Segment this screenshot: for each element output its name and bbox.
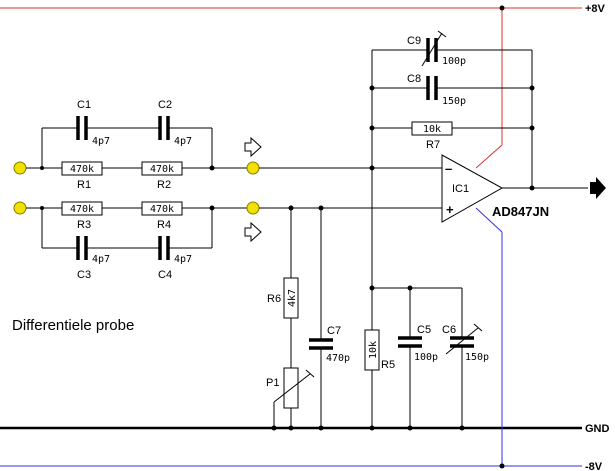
negative-rail-label: -8V xyxy=(585,461,603,471)
r6-value: 4k7 xyxy=(287,289,298,307)
r4-value: 470k xyxy=(150,204,174,215)
junction xyxy=(369,125,375,131)
diagram-title: Differentiele probe xyxy=(12,317,134,334)
r2-ref: R2 xyxy=(157,179,171,191)
c9-ref: C9 xyxy=(407,35,421,47)
r6-ref: R6 xyxy=(267,293,281,305)
positive-rail-label: +8V xyxy=(585,3,606,15)
ground-rail-label: GND xyxy=(585,423,610,435)
opamp-plus: + xyxy=(446,202,454,217)
trimmer-arrow xyxy=(273,373,311,403)
probe-tip-icon xyxy=(13,161,27,175)
hollow-arrow-icon xyxy=(244,136,262,158)
trimmer-arrow xyxy=(437,30,447,38)
r4-ref: R4 xyxy=(157,219,171,231)
c1-value: 4p7 xyxy=(92,136,110,147)
junction xyxy=(209,205,215,211)
junction xyxy=(288,425,294,431)
c9-value: 100p xyxy=(442,56,466,67)
r3-ref: R3 xyxy=(77,219,91,231)
r7-value: 10k xyxy=(423,124,441,135)
supply-wire-positive xyxy=(475,144,503,169)
hollow-arrow-icon xyxy=(244,221,262,243)
opamp-part: AD847JN xyxy=(492,204,549,219)
c4-ref: C4 xyxy=(158,269,172,281)
r5-ref: R5 xyxy=(381,359,395,371)
trimmer-arrow xyxy=(421,32,443,67)
junction xyxy=(499,5,505,11)
junction xyxy=(318,425,324,431)
junction xyxy=(271,425,277,431)
c2-ref: C2 xyxy=(158,99,172,111)
junction xyxy=(369,425,375,431)
probe-tip-icon xyxy=(13,201,27,215)
trimmer-arrow xyxy=(305,369,315,378)
opamp-ref: IC1 xyxy=(452,183,469,195)
c5-ref: C5 xyxy=(417,324,431,336)
c8-ref: C8 xyxy=(407,73,421,85)
supply-wire-negative xyxy=(475,207,503,233)
r2-value: 470k xyxy=(150,164,174,175)
junction xyxy=(369,85,375,91)
c2-value: 4p7 xyxy=(174,136,192,147)
r7-ref: R7 xyxy=(426,139,440,151)
c5-value: 100p xyxy=(414,352,438,363)
c3-ref: C3 xyxy=(77,269,91,281)
c6-value: 150p xyxy=(465,352,489,363)
c7-ref: C7 xyxy=(327,325,341,337)
c1-ref: C1 xyxy=(77,99,91,111)
trimmer-arrow xyxy=(473,323,483,332)
junction xyxy=(499,463,505,469)
junction xyxy=(209,165,215,171)
p1-potentiometer xyxy=(283,367,299,409)
r3-value: 470k xyxy=(70,204,94,215)
junction xyxy=(529,85,535,91)
probe-tip-icon xyxy=(246,201,260,215)
opamp-minus: – xyxy=(445,161,452,176)
c8-value: 150p xyxy=(442,96,466,107)
c4-value: 4p7 xyxy=(174,254,192,265)
r1-value: 470k xyxy=(70,164,94,175)
junction xyxy=(407,425,413,431)
trimmer-arrow xyxy=(445,327,479,355)
c7-value: 470p xyxy=(326,353,350,364)
r5-value: 10k xyxy=(368,341,379,359)
junction xyxy=(529,125,535,131)
probe-tip-icon xyxy=(246,161,260,175)
opamp-triangle xyxy=(441,154,504,223)
c3-value: 4p7 xyxy=(92,254,110,265)
output-arrow-icon xyxy=(590,177,606,199)
r1-ref: R1 xyxy=(77,179,91,191)
c6-ref: C6 xyxy=(442,324,456,336)
junction xyxy=(459,425,465,431)
p1-ref: P1 xyxy=(266,377,279,389)
